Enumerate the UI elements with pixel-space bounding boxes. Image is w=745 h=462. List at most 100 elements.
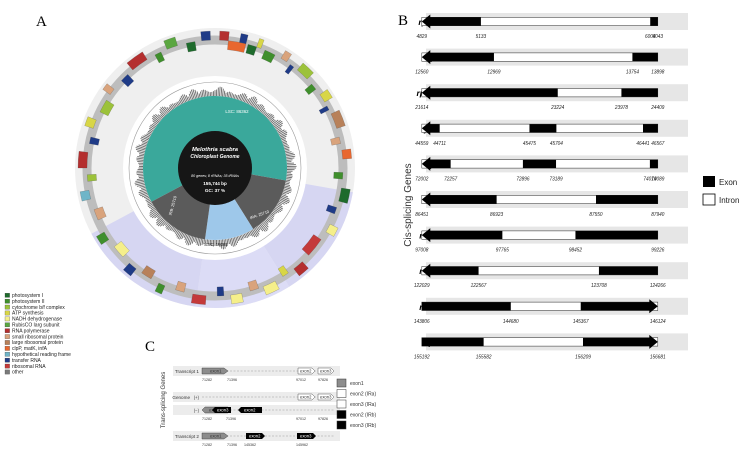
cis-gene-coordinate: 24409: [650, 105, 664, 111]
cis-gene-row: ndhA122029122567123708124266: [414, 262, 688, 289]
genome-map: Melothria scabra Chloroplast Genome 80 g…: [75, 28, 355, 308]
gene-segment: [217, 287, 224, 296]
gc-tick: [226, 93, 227, 97]
legend-swatch: [5, 329, 10, 333]
gene-segment: [201, 31, 211, 41]
cis-gene-coordinate: 123708: [591, 283, 607, 289]
cis-gene-coordinate: 146124: [650, 319, 666, 325]
cis-splicing-axis-title: Cis-splicing Genes: [403, 163, 414, 246]
cis-gene-coordinate: 23224: [550, 105, 564, 111]
cis-gene-coordinate: 44559: [415, 141, 428, 147]
genome-minus-label: (−): [194, 408, 200, 413]
cis-gene-coordinate: 12969: [487, 69, 500, 75]
gc-tick: [287, 176, 293, 177]
legend-swatch: [5, 370, 10, 374]
cis-gene-coordinate: 46567: [651, 141, 664, 147]
intron-legend-swatch: [703, 194, 715, 205]
cis-gene-coordinate: 72002: [415, 176, 428, 182]
cis-gene-coordinate: 72257: [444, 176, 457, 182]
cis-gene-coordinate: 86923: [490, 212, 503, 218]
exon: [621, 89, 657, 97]
exon: [529, 124, 556, 132]
cis-gene-row: rpl2155192155582156209156681: [414, 333, 688, 360]
genome-coord: 71282: [202, 417, 212, 421]
cis-gene-coordinate: 124266: [650, 283, 666, 289]
cis-gene-coordinate: 145367: [573, 319, 589, 325]
legend-swatch: [5, 352, 10, 356]
legend-label: other: [12, 370, 24, 376]
cis-gene-coordinate: 143806: [414, 319, 430, 325]
cis-gene-coordinate: 73189: [549, 176, 562, 182]
legend-swatch: [5, 299, 10, 303]
transcript2-coord: 71282: [202, 443, 212, 447]
transcript2-label: Transcript 2: [175, 434, 200, 439]
trans-legend-swatch: [337, 379, 346, 387]
cis-gene-coordinate: 155582: [476, 354, 492, 360]
cis-gene-coordinate: 156209: [575, 354, 591, 360]
exon: [599, 267, 658, 275]
exon: [422, 338, 484, 346]
legend-swatch: [5, 346, 10, 350]
gc-tick: [139, 177, 144, 178]
legend-swatch: [5, 311, 10, 315]
cis-gene-coordinate: 122567: [471, 283, 487, 289]
transcript1-exon3-label: exon3: [320, 368, 332, 373]
cis-gene-coordinate: 45704: [550, 141, 563, 147]
cis-gene-coordinate: 12560: [415, 69, 428, 75]
cis-gene-coordinate: 23978: [614, 105, 628, 111]
trans-legend-label: exon3 (IRa): [350, 402, 376, 408]
cis-gene-coordinate: 4829: [417, 34, 428, 40]
cis-gene-row: ndhB143806144680145367146124: [414, 298, 688, 325]
gene-segment: [219, 31, 229, 41]
transcript1-coord: 97012: [296, 378, 306, 382]
transcript1-coord: 71282: [202, 378, 212, 382]
cis-splicing-gene-list: rps164829513360046043atpF125601296913754…: [414, 13, 688, 360]
genome-label: Genome: [172, 395, 190, 400]
cis-gene-row: rpoC121614232242397824409: [414, 84, 688, 111]
gene-segment: [191, 294, 206, 305]
trans-legend-swatch: [337, 400, 346, 408]
exon: [422, 302, 511, 310]
exon: [523, 160, 556, 168]
cis-gene-row: rps164829513360046043: [417, 13, 688, 40]
genome-coord: 71396: [226, 417, 236, 421]
legend-swatch: [5, 358, 10, 362]
transcript2-exon3-label: exon3: [300, 433, 312, 438]
trans-legend-label: exon3 (IRb): [350, 423, 376, 429]
cis-gene-coordinate: 122029: [414, 283, 430, 289]
gc-tick: [137, 161, 143, 162]
legend-swatch: [5, 305, 10, 309]
genome-type: Chloroplast Genome: [190, 154, 239, 160]
genome-minus-exon2-label: exon2: [244, 407, 256, 412]
gene-segment: [334, 172, 343, 179]
gc-content: GC: 37 %: [205, 188, 225, 193]
exon-intron-legend: Exon Intron: [703, 176, 739, 205]
transcript2-exon1-label: exon1: [210, 433, 222, 438]
exon: [650, 17, 658, 25]
cis-gene-coordinate: 87940: [651, 212, 664, 218]
cis-gene-coordinate: 97008: [415, 247, 428, 253]
panel-a-letter: A: [36, 14, 47, 30]
cis-gene-coordinate: 144680: [503, 319, 519, 325]
transcript2-coord: 71396: [227, 443, 237, 447]
trans-legend-label: exon1: [350, 381, 364, 387]
gene-segment: [78, 151, 88, 168]
trans-legend-swatch: [337, 421, 346, 429]
intron-legend-label: Intron: [719, 196, 739, 205]
transcript1-exon1-label: exon1: [210, 368, 222, 373]
cis-gene-row: ycf3445594471145475457044644146567: [415, 120, 688, 147]
genome-plus-exon3-label: exon3: [320, 394, 332, 399]
cis-gene-coordinate: 44711: [433, 141, 446, 147]
transcript2-exon2-label: exon2: [249, 433, 261, 438]
cis-gene-row: clpP720027225772896731897401974089: [415, 155, 688, 182]
cis-gene-coordinate: 13898: [651, 69, 664, 75]
genome-coord: 97826: [318, 417, 328, 421]
gene-segment: [342, 149, 352, 159]
cis-gene-row: ndhB97008977659845299226: [415, 227, 688, 254]
legend-swatch: [5, 335, 10, 339]
genome-stats: 80 genes; 8 rRNAs; 35 tRNAs: [191, 174, 239, 178]
cis-gene-coordinate: 99226: [651, 247, 664, 253]
